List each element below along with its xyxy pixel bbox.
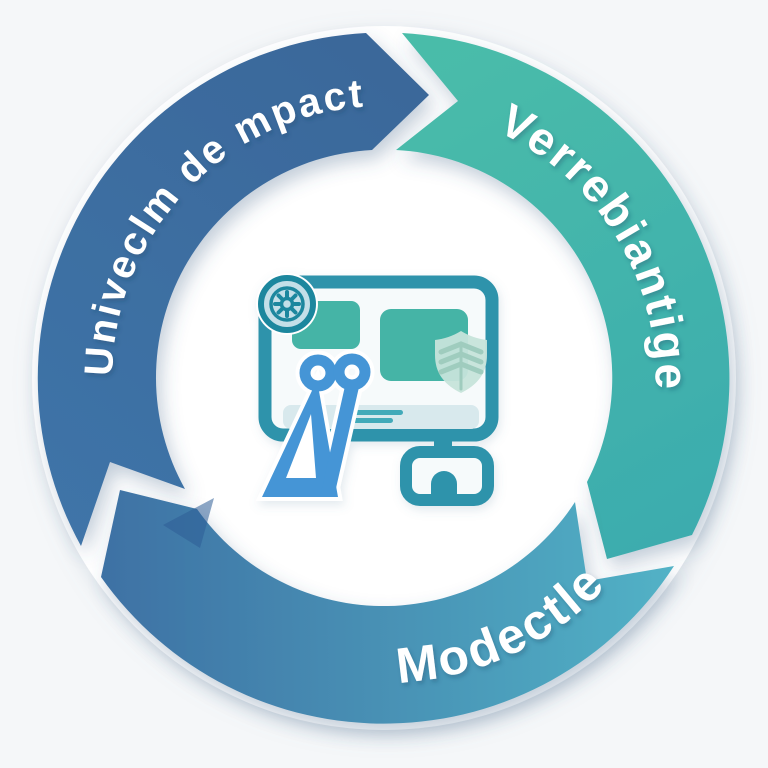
gear-badge-icon — [256, 273, 318, 335]
monitor-chin-bar — [283, 405, 479, 429]
tool-left-leg — [262, 380, 338, 497]
gear-hub — [279, 296, 295, 312]
mouse-button — [431, 471, 457, 494]
badge-ring — [258, 275, 316, 333]
segment-impact-arc — [37, 33, 430, 546]
center-illustration — [255, 273, 499, 506]
tool-ring-left — [299, 354, 337, 392]
gear-icon — [273, 290, 301, 318]
shield-stripes — [438, 341, 484, 391]
flow-arrowhead-icon — [163, 498, 214, 548]
segment-model-arc — [101, 490, 674, 724]
compass-tool-icon — [255, 349, 375, 501]
badge-inner-ring — [269, 286, 305, 322]
tool-right-leg — [320, 386, 359, 497]
shield-icon — [435, 331, 487, 393]
chin-line-1 — [345, 410, 403, 415]
tool-shape — [262, 353, 371, 497]
tool-ring-right — [333, 353, 371, 391]
segment-verify-arc — [396, 33, 730, 559]
